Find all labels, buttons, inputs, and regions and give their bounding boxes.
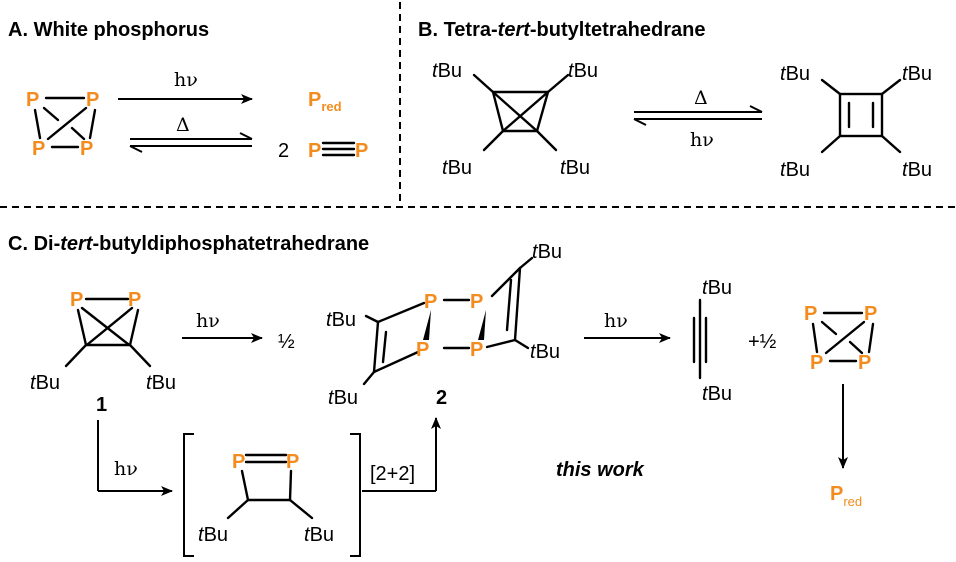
cyclobutadiene-structure: tBu tBu tBu tBu bbox=[780, 63, 932, 181]
phosphorus-atom: P bbox=[470, 291, 483, 313]
tert-butyl-label: tBu bbox=[902, 63, 932, 85]
tert-butyl-label: tBu bbox=[198, 524, 228, 546]
panel-b-header: B. Tetra-tert-butyltetrahedrane bbox=[418, 19, 705, 41]
phosphorus-atom: P bbox=[232, 451, 245, 473]
light-condition: hν bbox=[114, 458, 138, 480]
tert-butyl-label: tBu bbox=[702, 383, 732, 405]
tert-butyl-label: tBu bbox=[304, 524, 334, 546]
compound-number-2: 2 bbox=[436, 387, 447, 409]
tert-butyl-label: tBu bbox=[432, 60, 462, 82]
light-condition: hν bbox=[174, 69, 198, 91]
intermediate-brackets bbox=[183, 433, 361, 557]
tert-butyl-label: tBu bbox=[780, 63, 810, 85]
tert-butyl-label: tBu bbox=[530, 341, 560, 363]
equilibrium-arrow bbox=[129, 132, 253, 153]
phosphorus-atom: P bbox=[26, 89, 39, 111]
cycloaddition-condition: [2+2] bbox=[370, 463, 415, 485]
heat-condition: Δ bbox=[694, 87, 708, 109]
dimer-compound-2: P P P P tBu tBu tBu tBu bbox=[326, 241, 562, 409]
light-condition: hν bbox=[604, 310, 628, 332]
phosphorus-atom: P bbox=[80, 138, 93, 160]
tetrahedrane-structure: tBu tBu tBu tBu bbox=[432, 60, 598, 179]
phosphorus-atom: P bbox=[128, 289, 141, 311]
equilibrium-arrow bbox=[633, 105, 763, 126]
compound-number-1: 1 bbox=[96, 394, 107, 416]
white-phosphorus-tetrahedron: P P P P bbox=[26, 89, 99, 160]
tert-butyl-label: tBu bbox=[442, 157, 472, 179]
tert-butyl-label: tBu bbox=[902, 159, 932, 181]
phosphorus-atom: P bbox=[804, 303, 817, 325]
coefficient-plus-half: +½ bbox=[748, 331, 777, 353]
phosphorus-atom: P bbox=[32, 138, 45, 160]
tert-butyl-label: tBu bbox=[702, 277, 732, 299]
diphosphorus-molecule: P P bbox=[308, 140, 368, 162]
red-phosphorus: Pred bbox=[308, 89, 342, 114]
tert-butyl-label: tBu bbox=[532, 241, 562, 263]
di-tert-butylacetylene: tBu tBu bbox=[692, 277, 732, 405]
heat-condition: Δ bbox=[176, 114, 190, 136]
panel-c-header: C. Di-tert-butyldiphosphatetrahedrane bbox=[8, 233, 369, 255]
tert-butyl-label: tBu bbox=[328, 387, 358, 409]
panel-a-header: A. White phosphorus bbox=[8, 19, 209, 41]
tert-butyl-label: tBu bbox=[560, 157, 590, 179]
light-condition: hν bbox=[690, 129, 714, 151]
this-work-annotation: this work bbox=[556, 459, 645, 481]
diphosphatetrahedrane-compound-1: P P tBu tBu bbox=[30, 289, 176, 394]
red-phosphorus: Pred bbox=[830, 483, 862, 509]
phosphorus-atom: P bbox=[858, 352, 871, 374]
svg-text:P: P bbox=[355, 140, 368, 162]
tert-butyl-label: tBu bbox=[146, 372, 176, 394]
coefficient-two: 2 bbox=[278, 140, 289, 162]
phosphorus-atom: P bbox=[86, 89, 99, 111]
coefficient-half: ½ bbox=[278, 331, 295, 353]
pathway-to-intermediate-arrow bbox=[97, 420, 173, 496]
cycloaddition-arrow bbox=[362, 417, 441, 492]
tert-butyl-label: tBu bbox=[568, 60, 598, 82]
phosphorus-atom: P bbox=[810, 352, 823, 374]
phosphorus-atom: P bbox=[424, 291, 437, 313]
svg-text:P: P bbox=[308, 140, 321, 162]
phosphorus-atom: P bbox=[416, 339, 429, 361]
phosphorus-atom: P bbox=[470, 339, 483, 361]
phosphorus-atom: P bbox=[70, 289, 83, 311]
tert-butyl-label: tBu bbox=[30, 372, 60, 394]
phosphorus-atom: P bbox=[286, 451, 299, 473]
phosphorus-atom: P bbox=[864, 303, 877, 325]
tert-butyl-label: tBu bbox=[326, 309, 356, 331]
diphosphacyclobutadiene-intermediate: P P tBu tBu bbox=[198, 451, 334, 546]
tert-butyl-label: tBu bbox=[780, 159, 810, 181]
light-condition: hν bbox=[196, 310, 220, 332]
white-phosphorus-product: P P P P bbox=[804, 303, 877, 374]
